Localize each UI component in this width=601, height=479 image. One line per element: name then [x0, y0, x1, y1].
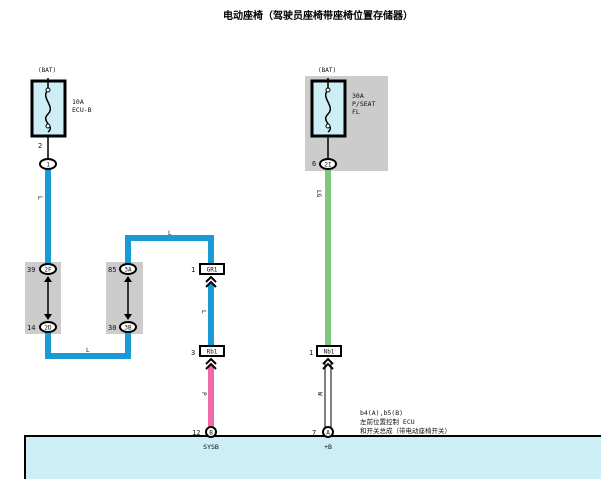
junction-a-top-conn-label: 2F — [44, 267, 52, 274]
right-fuse-pin: 6 — [312, 160, 316, 168]
rb1-label: Rb1 — [207, 349, 218, 356]
left-fuse-terminal-top — [45, 87, 51, 93]
nb1-connector — [316, 345, 342, 357]
ecu-label-b: +B — [324, 443, 332, 451]
right-fuse-name-line1: P/SEAT — [352, 100, 376, 108]
right-fuse-terminal-top — [325, 87, 331, 93]
wire-label-w: W — [316, 392, 323, 396]
wire-label-l-4: L — [200, 310, 207, 314]
junction-b-top-conn-label: 3A — [124, 267, 132, 274]
wire-l-top-loop — [125, 235, 214, 264]
nb1-label: Nb1 — [324, 349, 335, 356]
ecu-pin-sysb: 12 — [192, 429, 200, 437]
left-fuse-connector-label: 1 — [46, 162, 50, 169]
wire-l-bottom-loop — [45, 331, 131, 359]
wire-label-l-2: L — [86, 347, 90, 354]
wire-label-p: P — [200, 392, 207, 396]
junction-a-bot-connector — [39, 321, 57, 333]
ecu-desc-line2: 左前位置控制 ECU — [360, 417, 415, 426]
ecu-desc-line3: 和开关总成（带电动座椅开关） — [360, 426, 451, 435]
left-fuse-name: ECU-B — [72, 106, 92, 114]
ecu-block — [24, 435, 601, 479]
gr1-label: GR1 — [207, 267, 218, 274]
right-fuse-name-line2: FL — [352, 108, 360, 116]
rb1-connector — [199, 345, 225, 357]
junction-b-bot-conn-label: 3B — [124, 325, 132, 332]
ecu-conn-b-label: B — [209, 430, 213, 437]
junction-a-bot-pin: 14 — [27, 324, 35, 332]
right-fuse-connector — [319, 158, 337, 170]
wire-label-l-1: L — [36, 196, 43, 200]
junction-b-bot-connector — [119, 321, 137, 333]
right-fuse-connector-label: 2I — [324, 162, 332, 169]
junction-a-top-connector — [39, 263, 57, 275]
nb1-pin: 1 — [309, 349, 313, 357]
ecu-connector-a — [322, 426, 334, 438]
arrow-down-icon — [124, 314, 132, 320]
left-fuse-terminal-bottom — [45, 123, 51, 129]
ecu-label-sysb: SYSB — [203, 443, 219, 451]
ecu-pin-b: 7 — [312, 429, 316, 437]
arrow-down-icon — [44, 314, 52, 320]
gr1-pin: 1 — [191, 266, 195, 274]
wire-label-lg: LG — [315, 190, 322, 198]
right-fuse-source: (BAT) — [318, 67, 336, 74]
ecu-connector-b — [205, 426, 217, 438]
left-fuse-rating: 10A — [72, 98, 84, 106]
ecu-conn-a-label: A — [326, 430, 330, 437]
rb1-pin: 3 — [191, 349, 195, 357]
gr1-connector — [199, 263, 225, 275]
arrow-up-icon — [124, 276, 132, 282]
wire-label-l-3: L — [168, 230, 172, 237]
left-fuse-connector — [39, 158, 57, 170]
page-title: 电动座椅（驾驶员座椅带座椅位置存储器） — [223, 9, 413, 22]
right-fuse-rating: 30A — [352, 92, 364, 100]
ecu-desc-line1: b4(A),b5(B) — [360, 409, 403, 417]
left-fuse-source: (BAT) — [38, 67, 56, 74]
arrow-up-icon — [44, 276, 52, 282]
junction-b-top-pin: 85 — [108, 266, 116, 274]
right-fuse-terminal-bottom — [325, 123, 331, 129]
junction-a-top-pin: 39 — [27, 266, 35, 274]
junction-a-bot-conn-label: 2D — [44, 325, 52, 332]
left-fuse-pin: 2 — [38, 142, 42, 150]
junction-b-top-connector — [119, 263, 137, 275]
junction-b-bot-pin: 30 — [108, 324, 116, 332]
